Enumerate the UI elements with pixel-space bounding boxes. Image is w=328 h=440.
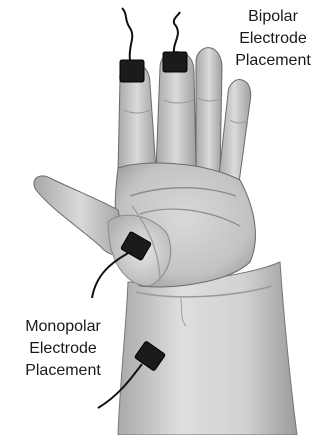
bipolar-label-line-3: Placement: [218, 50, 328, 72]
bipolar-label-line-2: Electrode: [218, 28, 328, 50]
monopolar-label-line-1: Monopolar: [4, 316, 122, 338]
bipolar-electrode-index: [120, 60, 144, 82]
monopolar-label-line-3: Placement: [4, 360, 122, 382]
bipolar-electrode-middle: [163, 52, 187, 72]
bipolar-label-line-1: Bipolar: [218, 6, 328, 28]
bipolar-wire-2: [174, 12, 180, 56]
bipolar-electrode-label: Bipolar Electrode Placement: [218, 6, 328, 72]
monopolar-label-line-2: Electrode: [4, 338, 122, 360]
bipolar-wire-1: [122, 8, 132, 60]
monopolar-electrode-label: Monopolar Electrode Placement: [4, 316, 122, 382]
